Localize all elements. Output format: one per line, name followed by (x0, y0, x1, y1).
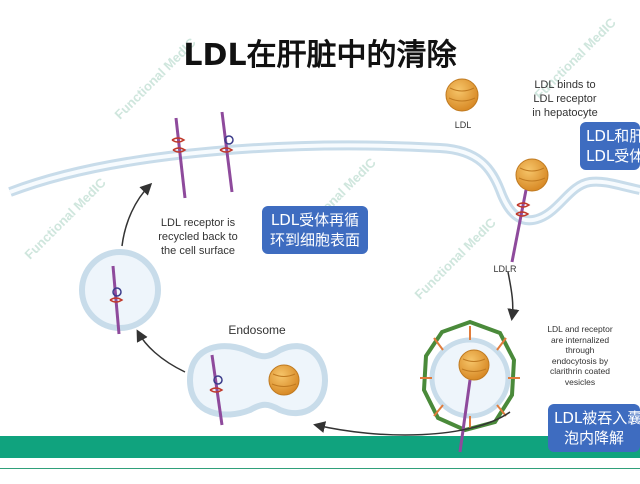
bottom-line (0, 468, 640, 469)
arrow-to-endosome (313, 411, 511, 436)
membrane-receptor-1 (171, 117, 187, 199)
callout-degrade: LDL被吞入囊 泡内降解 (548, 404, 640, 452)
callout-bind: LDL和肝 LDL受体 (580, 122, 640, 170)
ldl-particle-label: LDL (454, 120, 472, 130)
binds-label: LDL binds to LDL receptor in hepatocyte (532, 79, 598, 119)
svg-text:Functional MedIC: Functional MedIC (412, 214, 500, 302)
internalized-label: LDL and receptor are internalized throug… (547, 324, 613, 387)
ldlr-label: LDLR (493, 264, 517, 274)
recycling-vesicle (79, 249, 161, 335)
ldl-particle-bound (510, 158, 549, 263)
arrow-to-recycling (136, 329, 186, 373)
cell-membrane (8, 140, 640, 226)
arrow-to-surface (121, 182, 153, 247)
recycled-label: LDL receptor is recycled back to the cel… (158, 217, 238, 257)
callout-recycle: LDL受体再循 环到细胞表面 (262, 206, 368, 254)
endosome (186, 343, 329, 426)
clathrin-coated-vesicle (420, 319, 520, 453)
membrane-receptor-2 (219, 111, 234, 193)
page-title: LDL在肝脏中的清除 (183, 38, 457, 73)
endosome-label: Endosome (228, 323, 286, 337)
arrow-to-internalization (507, 271, 520, 321)
ldl-particle-free (445, 78, 479, 112)
